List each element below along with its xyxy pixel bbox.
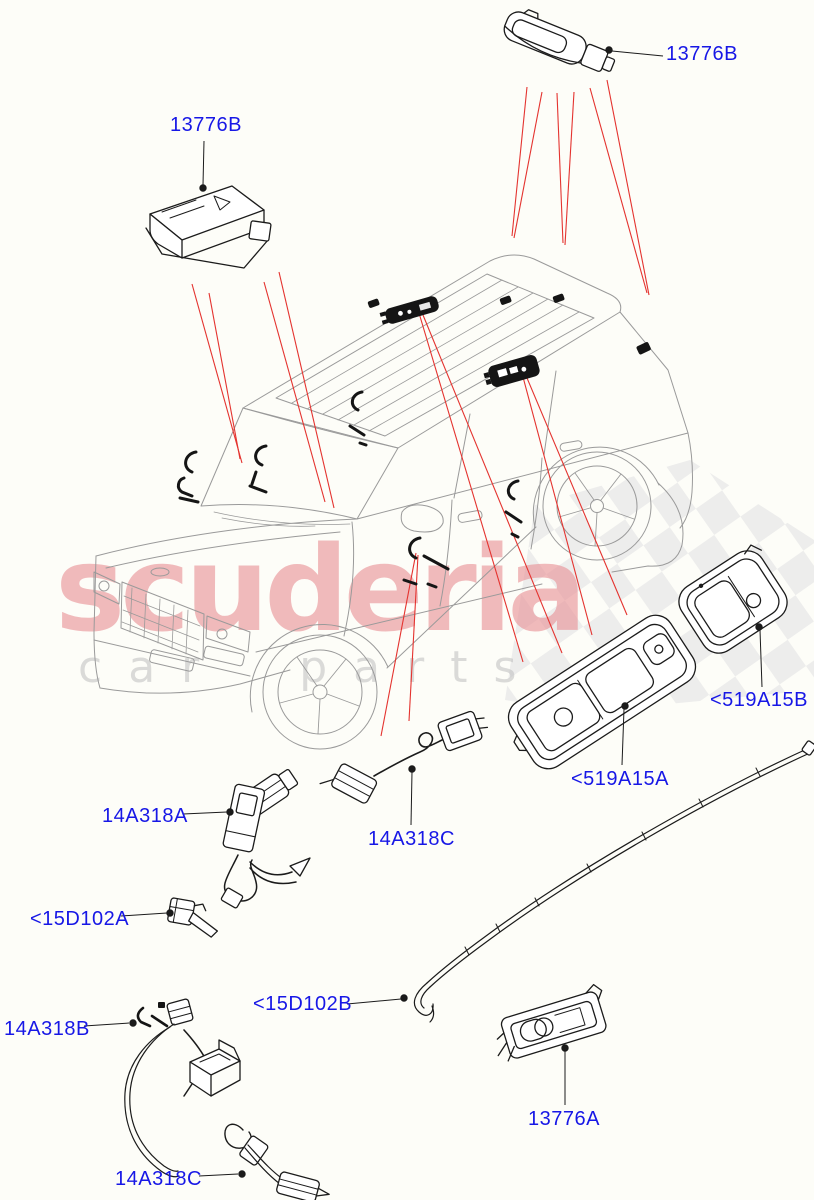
checker-flag-watermark bbox=[505, 460, 814, 712]
part-14a318c-mid-drawing bbox=[319, 710, 489, 804]
part-15d102a-drawing bbox=[167, 897, 219, 938]
part-label-15d102b[interactable]: <15D102B bbox=[253, 993, 353, 1015]
part-label-519a15a[interactable]: <519A15A bbox=[571, 768, 669, 790]
part-519a15a-drawing bbox=[507, 614, 697, 770]
part-15d102b-drawing bbox=[413, 740, 814, 1023]
part-label-14a318b[interactable]: 14A318B bbox=[4, 1018, 90, 1040]
part-13776a-drawing bbox=[496, 983, 607, 1062]
part-label-519a15b[interactable]: <519A15B bbox=[710, 689, 808, 711]
watermark-subtitle: car parts bbox=[78, 642, 542, 693]
part-14a318c-bot-drawing bbox=[224, 1123, 330, 1200]
part-label-15d102a[interactable]: <15D102A bbox=[30, 908, 130, 930]
part-label-14a318c-mid[interactable]: 14A318C bbox=[368, 828, 455, 850]
in-situ-components bbox=[367, 293, 651, 388]
front-roof-console bbox=[379, 296, 439, 325]
part-13776b-top-drawing bbox=[503, 9, 616, 72]
part-13776b-left-drawing bbox=[145, 185, 272, 269]
part-label-13776b-top[interactable]: 13776B bbox=[666, 43, 738, 65]
leader-lines bbox=[83, 46, 763, 1178]
part-14a318b-drawing bbox=[124, 998, 241, 1178]
part-label-14a318a[interactable]: 14A318A bbox=[102, 805, 188, 827]
rear-roof-console bbox=[483, 354, 540, 388]
red-callout-lines bbox=[191, 79, 650, 737]
in-situ-harness-squiggles bbox=[176, 390, 523, 589]
vehicle-outline-drawing bbox=[93, 254, 693, 750]
part-label-13776a[interactable]: 13776A bbox=[528, 1108, 600, 1130]
part-label-14a318c-bot[interactable]: 14A318C bbox=[115, 1168, 202, 1190]
part-label-13776b-left[interactable]: 13776B bbox=[170, 114, 242, 136]
part-14a318a-drawing bbox=[220, 769, 311, 909]
